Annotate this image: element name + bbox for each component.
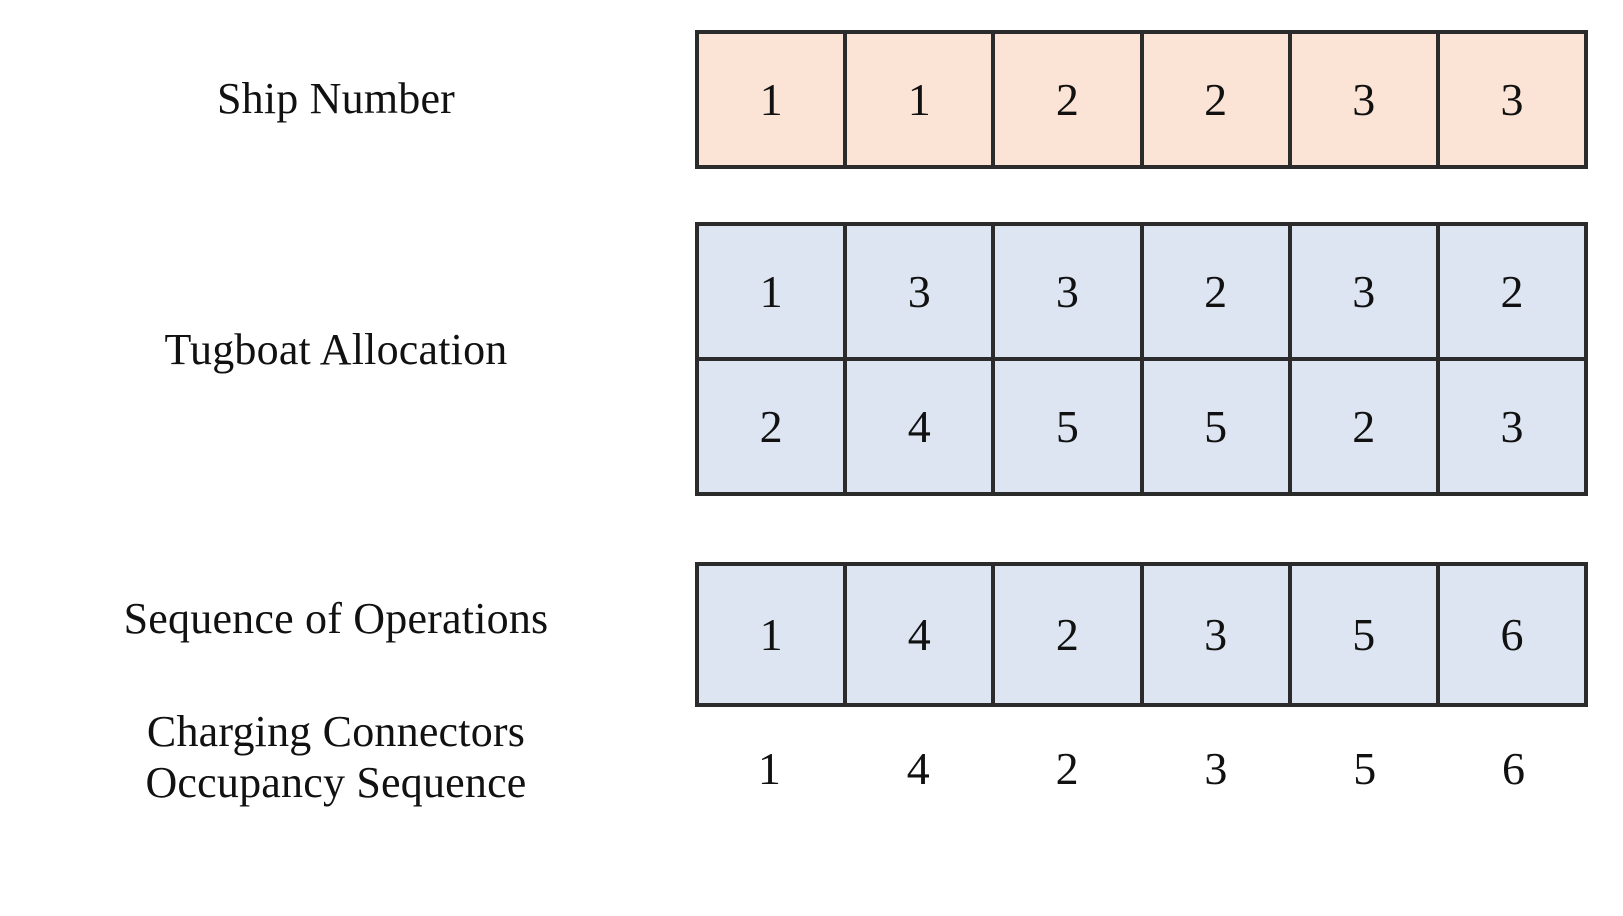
cell-sequence-3: 2	[991, 566, 1140, 703]
cell-tugboat-b3: 5	[991, 361, 1140, 492]
cell-ship-number-2: 1	[843, 34, 992, 165]
row-label-tugboat-allocation: Tugboat Allocation	[164, 325, 508, 374]
row-label-ship-number: Ship Number	[216, 74, 456, 123]
cell-ship-number-3: 2	[991, 34, 1140, 165]
cell-charging-2: 4	[906, 743, 930, 794]
cell-sequence-2: 4	[843, 566, 992, 703]
grid-row: 2 4 5 5 2 3	[699, 357, 1585, 492]
cell-tugboat-b5: 2	[1287, 361, 1436, 492]
grid-sequence-of-operations: 1 4 2 3 5 6	[695, 562, 1588, 707]
cell-tugboat-a3: 3	[991, 226, 1140, 357]
grid-ship-number: 1 1 2 2 3 3	[695, 30, 1588, 169]
grid-tugboat-allocation: 1 3 3 2 3 2 2 4 5 5 2 3	[695, 222, 1588, 496]
label-line-1: Charging Connectors	[146, 707, 526, 756]
cell-ship-number-6: 3	[1435, 34, 1585, 165]
cell-sequence-1: 1	[699, 566, 844, 703]
cell-charging-3: 2	[1055, 743, 1079, 794]
cell-ship-number-5: 3	[1287, 34, 1436, 165]
cell-charging-6: 6	[1502, 743, 1526, 794]
cell-charging-5: 5	[1353, 743, 1377, 794]
cell-ship-number-4: 2	[1139, 34, 1288, 165]
cell-tugboat-b2: 4	[843, 361, 992, 492]
cell-tugboat-b1: 2	[699, 361, 844, 492]
cell-sequence-5: 5	[1287, 566, 1436, 703]
cell-tugboat-a4: 2	[1139, 226, 1288, 357]
cell-tugboat-a1: 1	[699, 226, 844, 357]
label-line-2: Occupancy Sequence	[145, 758, 527, 808]
cell-tugboat-a2: 3	[843, 226, 992, 357]
cell-tugboat-b6: 3	[1435, 361, 1585, 492]
strip-charging-connectors-occupancy-sequence: 1 4 2 3 5 6	[695, 743, 1588, 795]
cell-charging-4: 3	[1204, 743, 1228, 794]
cell-charging-1: 1	[757, 743, 781, 794]
cell-ship-number-1: 1	[699, 34, 844, 165]
grid-row: 1 1 2 2 3 3	[699, 34, 1585, 165]
cell-tugboat-a6: 2	[1435, 226, 1585, 357]
cell-sequence-4: 3	[1139, 566, 1288, 703]
row-label-sequence-of-operations: Sequence of Operations	[123, 594, 549, 643]
cell-sequence-6: 6	[1435, 566, 1585, 703]
cell-tugboat-b4: 5	[1139, 361, 1288, 492]
grid-row: 1 4 2 3 5 6	[699, 566, 1585, 703]
cell-tugboat-a5: 3	[1287, 226, 1436, 357]
grid-row: 1 3 3 2 3 2	[699, 226, 1585, 357]
